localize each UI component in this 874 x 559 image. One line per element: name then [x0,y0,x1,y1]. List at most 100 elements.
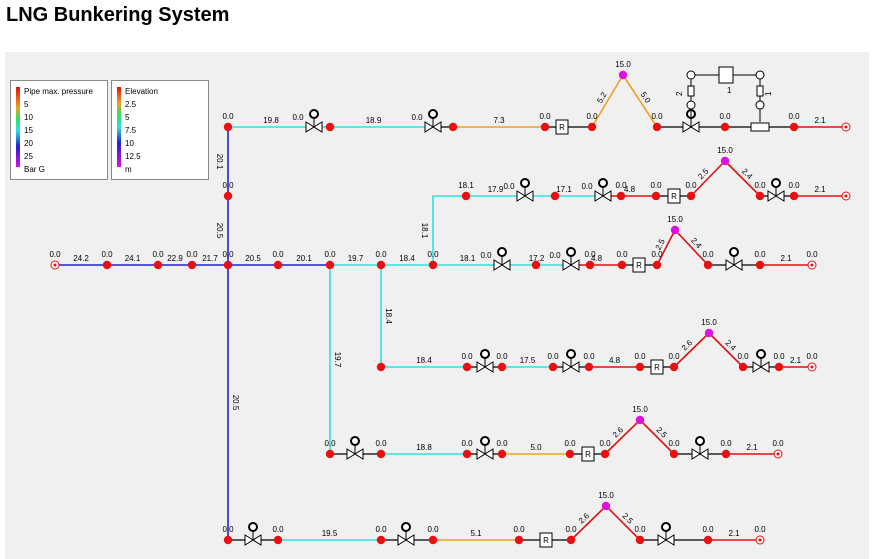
elevated-node[interactable] [670,225,680,235]
pipe-node[interactable] [273,535,283,545]
pipe-segment[interactable] [570,505,607,541]
pipe-node[interactable] [774,362,784,372]
valve-icon[interactable] [725,247,743,271]
elevated-node[interactable] [704,328,714,338]
pipe-segment[interactable] [432,195,466,265]
pipe-node[interactable] [548,362,558,372]
pipe-segment[interactable] [604,419,641,455]
pipe-segment[interactable] [724,160,761,197]
pipe-node[interactable] [102,260,112,270]
elevated-node[interactable] [601,501,611,511]
pipe-node[interactable] [376,449,386,459]
pipe-node[interactable] [550,191,560,201]
terminal-node-icon[interactable] [841,122,851,132]
pipe-node[interactable] [223,122,233,132]
pipe-node[interactable] [540,122,550,132]
pipe-node[interactable] [325,449,335,459]
valve-icon[interactable] [767,178,785,202]
pipe-node[interactable] [651,191,661,201]
pipe-node[interactable] [600,449,610,459]
pipe-node[interactable] [273,260,283,270]
pipe-segment[interactable] [674,229,709,266]
terminal-node-icon[interactable] [807,362,817,372]
pipe-segment[interactable] [622,74,658,128]
terminal-node-icon[interactable] [841,191,851,201]
regulator-icon[interactable]: R [555,119,569,135]
valve-icon[interactable] [691,436,709,460]
pipe-node[interactable] [223,191,233,201]
pipe-segment[interactable] [690,160,726,197]
loading-arm-equipment[interactable]: 2 1 1 [675,66,773,122]
pipe-node[interactable] [448,122,458,132]
valve-icon[interactable] [476,436,494,460]
pipe-node[interactable] [652,122,662,132]
valve-icon[interactable] [244,522,262,546]
pipe-node[interactable] [462,449,472,459]
pipe-segment[interactable] [708,332,744,368]
terminal-node-icon[interactable] [807,260,817,270]
pipe-node[interactable] [153,260,163,270]
pipe-node[interactable] [652,260,662,270]
pipe-node[interactable] [669,449,679,459]
pipe-node[interactable] [376,260,386,270]
pipe-node[interactable] [720,122,730,132]
pipe-node[interactable] [497,449,507,459]
regulator-icon[interactable]: R [581,446,595,462]
valve-icon[interactable] [657,522,675,546]
pipe-segment[interactable] [639,419,675,455]
pipe-node[interactable] [584,362,594,372]
pipe-node[interactable] [187,260,197,270]
valve-icon[interactable] [562,349,580,373]
pipe-node[interactable] [721,449,731,459]
regulator-icon[interactable]: R [650,359,664,375]
valve-icon[interactable] [752,349,770,373]
pipe-node[interactable] [223,260,233,270]
valve-icon[interactable] [594,178,612,202]
pipe-node[interactable] [617,260,627,270]
pipe-node[interactable] [755,260,765,270]
pipe-node[interactable] [531,260,541,270]
pipe-segment[interactable] [656,229,676,266]
valve-icon[interactable] [493,247,511,271]
pipe-node[interactable] [565,449,575,459]
pipe-node[interactable] [514,535,524,545]
valve-icon[interactable] [562,247,580,271]
pipe-segment[interactable] [591,74,624,128]
regulator-icon[interactable]: R [539,532,553,548]
regulator-icon[interactable]: R [632,257,646,273]
pipe-node[interactable] [462,362,472,372]
pipe-node[interactable] [738,362,748,372]
pipe-node[interactable] [703,260,713,270]
regulator-icon[interactable]: R [667,188,681,204]
pipe-node[interactable] [497,362,507,372]
pipe-node[interactable] [755,191,765,201]
pipe-node[interactable] [789,122,799,132]
pipe-node[interactable] [669,362,679,372]
coupling-icon[interactable] [750,122,770,132]
pipe-node[interactable] [587,122,597,132]
pipe-node[interactable] [428,535,438,545]
pipe-node[interactable] [376,362,386,372]
pipe-node[interactable] [789,191,799,201]
elevated-node[interactable] [720,156,730,166]
valve-icon[interactable] [424,109,442,133]
pipe-node[interactable] [585,260,595,270]
pipe-node[interactable] [325,122,335,132]
pipe-node[interactable] [223,535,233,545]
valve-icon[interactable] [476,349,494,373]
pipe-node[interactable] [635,362,645,372]
terminal-node-icon[interactable] [773,449,783,459]
pipe-node[interactable] [376,535,386,545]
valve-icon[interactable] [516,178,534,202]
pipe-node[interactable] [428,260,438,270]
pipe-node[interactable] [686,191,696,201]
valve-icon[interactable] [397,522,415,546]
pipe-node[interactable] [461,191,471,201]
pipe-node[interactable] [566,535,576,545]
elevated-node[interactable] [618,70,628,80]
pipe-node[interactable] [703,535,713,545]
pipe-segment[interactable] [605,505,641,541]
pipe-node[interactable] [616,191,626,201]
